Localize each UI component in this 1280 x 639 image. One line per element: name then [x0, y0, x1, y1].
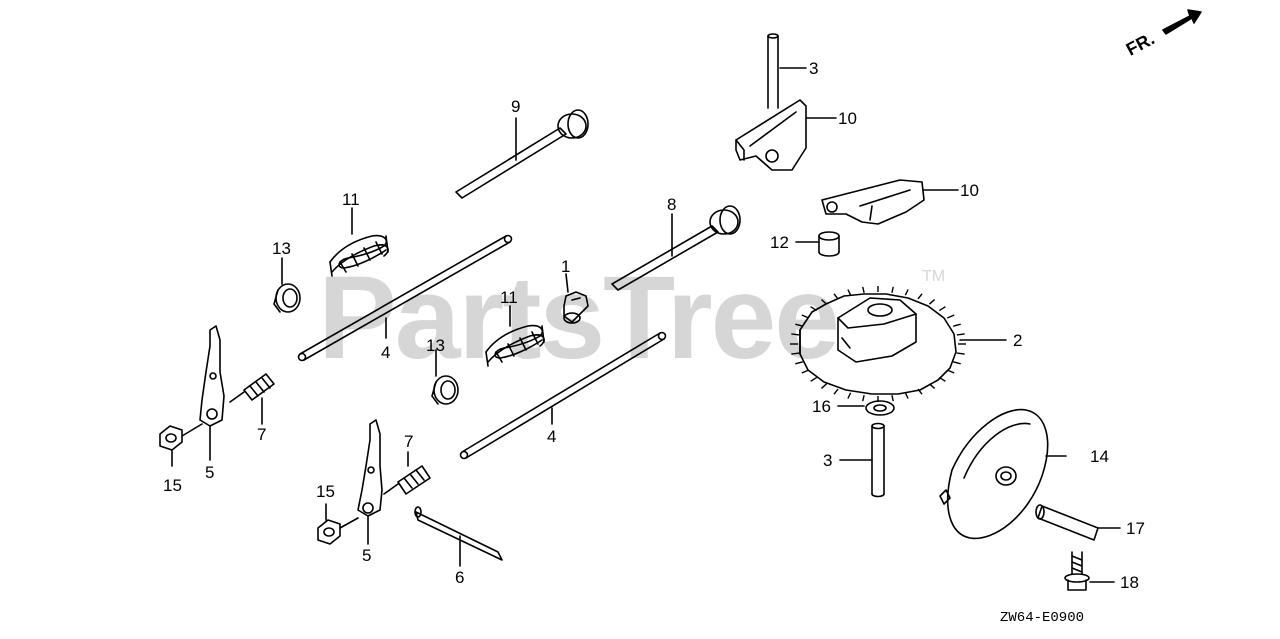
callout-2: 2 [1013, 331, 1023, 350]
gear-teeth [790, 286, 966, 402]
gear-tooth [847, 289, 852, 296]
front-arrow-icon [1162, 9, 1202, 35]
callout-7-right: 7 [404, 432, 414, 451]
gear-tooth [938, 306, 946, 312]
push-rod-upper [297, 234, 513, 362]
callout-10-top: 10 [838, 109, 857, 128]
spring-retainer-top [273, 283, 301, 313]
gear-tooth [928, 383, 936, 389]
gear-tooth [810, 306, 818, 312]
valve-cap [563, 291, 589, 324]
bushing [818, 231, 840, 257]
rocker-arm-top [735, 99, 807, 171]
rocker-shaft [414, 506, 503, 561]
callout-5-right: 5 [362, 546, 372, 565]
gear-tooth [810, 376, 818, 382]
lever-left [199, 325, 225, 427]
gear-tooth [891, 395, 894, 402]
callout-14: 14 [1090, 447, 1109, 466]
callout-12: 12 [770, 233, 789, 252]
callout-13-top: 13 [272, 239, 291, 258]
gear-tooth [938, 376, 946, 382]
callout-15-right: 15 [316, 482, 335, 501]
callout-5-left: 5 [205, 463, 215, 482]
watermark: PartsTree [318, 252, 840, 384]
governor-shaft [1035, 504, 1099, 541]
valve-spring-top [329, 234, 389, 277]
callout-6: 6 [455, 568, 465, 587]
gear-tooth [956, 333, 965, 336]
callout-15-left: 15 [163, 476, 182, 495]
callout-11-mid: 11 [500, 288, 518, 307]
adjust-screw-left [229, 373, 275, 403]
rocker-arm-mid [821, 179, 925, 225]
gear-tooth [917, 388, 923, 395]
nut-left [159, 423, 203, 451]
callout-9: 9 [511, 97, 521, 116]
washer [865, 400, 895, 416]
gear-tooth [820, 299, 828, 305]
gear-tooth [904, 289, 909, 296]
gear-tooth [891, 286, 894, 293]
callout-18: 18 [1120, 573, 1139, 592]
gear-tooth [847, 392, 852, 399]
pin-lower [871, 422, 885, 498]
gear-tooth [833, 293, 839, 300]
valve-8 [611, 205, 741, 291]
gear-tooth [791, 333, 800, 336]
callout-13-mid: 13 [426, 336, 445, 355]
gear-tooth [947, 369, 955, 374]
watermark-trademark: TM [922, 268, 946, 285]
leader-1 [565, 273, 569, 293]
callout-7-left: 7 [257, 425, 267, 444]
flange-bolt [1064, 551, 1090, 591]
callout-11-top: 11 [342, 190, 360, 209]
gear-tooth [956, 352, 965, 355]
callout-10-mid: 10 [960, 181, 979, 200]
gear-tooth [928, 299, 936, 305]
callout-4-upper: 4 [381, 343, 391, 362]
gear-tooth [917, 293, 923, 300]
valve-spring-mid [485, 324, 545, 367]
camshaft-gear [799, 293, 957, 395]
gear-tooth [947, 314, 955, 319]
gear-tooth [791, 352, 800, 355]
callout-16: 16 [812, 397, 831, 416]
callout-1: 1 [561, 257, 571, 276]
callout-3-lower: 3 [823, 451, 833, 470]
gear-tooth [801, 369, 809, 374]
adjust-screw-right [383, 465, 431, 495]
valve-9 [455, 109, 589, 199]
gear-tooth [833, 388, 839, 395]
gear-tooth [952, 323, 961, 327]
spring-retainer-mid [431, 375, 459, 405]
gear-tooth [795, 361, 804, 365]
nut-right [317, 517, 359, 545]
lever-right [357, 419, 383, 517]
pin-top [767, 33, 779, 109]
gear-tooth [795, 323, 804, 327]
callout-8: 8 [667, 195, 677, 214]
diagram-code: ZW64-E0900 [1000, 610, 1085, 626]
gear-tooth [952, 361, 961, 365]
callout-3-top: 3 [809, 59, 819, 78]
gear-tooth [820, 383, 828, 389]
gear-tooth [862, 286, 865, 293]
gear-tooth [801, 314, 809, 319]
governor-plate [939, 408, 1049, 540]
callout-4-lower: 4 [547, 427, 557, 446]
callout-17: 17 [1126, 519, 1145, 538]
gear-tooth [904, 392, 909, 399]
push-rod-lower [459, 331, 667, 460]
gear-tooth [862, 395, 865, 402]
